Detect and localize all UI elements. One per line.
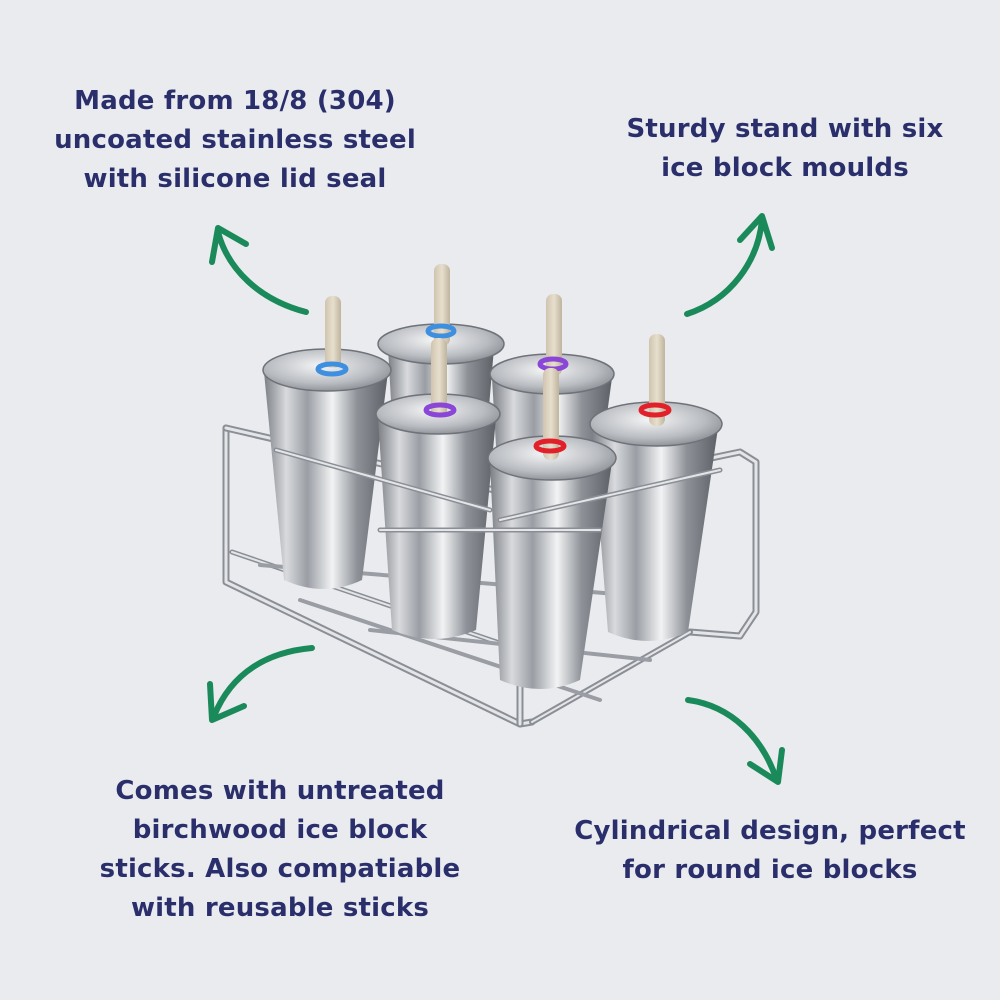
callout-line: Cylindrical design, perfect (574, 816, 966, 846)
arrow-icon (207, 645, 315, 723)
arrow-icon (684, 213, 775, 317)
callout-sticks: Comes with untreated birchwood ice block… (80, 772, 480, 928)
callout-line: with reusable sticks (130, 893, 430, 923)
rack-front-bars (273, 447, 723, 533)
arrow-icon (209, 225, 309, 315)
callout-line: Sturdy stand with six (626, 114, 944, 144)
callout-line: with silicone lid seal (83, 164, 387, 194)
callout-line: Made from 18/8 (304) (74, 86, 396, 116)
silicone-ring (315, 361, 349, 377)
callout-line: Comes with untreated (115, 776, 445, 806)
silicone-ring (638, 402, 672, 418)
mould (262, 296, 392, 589)
mould (589, 334, 723, 641)
callout-line: birchwood ice block (132, 815, 428, 845)
mould (487, 368, 617, 689)
silicone-ring (533, 438, 567, 454)
callout-design: Cylindrical design, perfect for round ic… (560, 812, 980, 890)
callout-line: uncoated stainless steel (54, 125, 416, 155)
callout-line: ice block moulds (661, 153, 909, 183)
callout-line: for round ice blocks (622, 855, 918, 885)
silicone-ring (423, 402, 457, 418)
arrow-icon (685, 697, 785, 785)
callout-line: sticks. Also compatiable (99, 854, 461, 884)
callout-stand: Sturdy stand with six ice block moulds (590, 110, 980, 188)
silicone-ring (425, 323, 457, 339)
callout-material: Made from 18/8 (304) uncoated stainless … (40, 82, 430, 199)
